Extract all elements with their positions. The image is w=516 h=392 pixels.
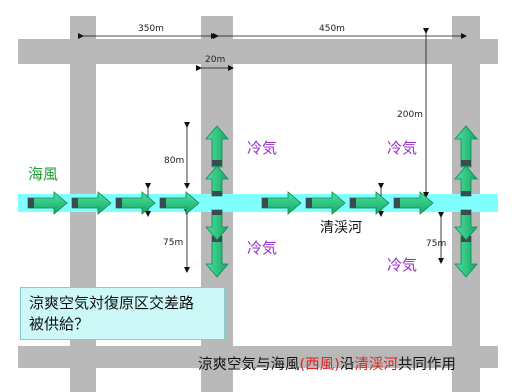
measure-450m: 450m [319, 24, 345, 34]
sea-wind-arrows [27, 191, 434, 215]
cold-air-arrows-right [454, 125, 478, 278]
cold-air-label-top-left: 冷気 [247, 139, 277, 157]
measure-350m: 350m [138, 24, 164, 34]
caption-paren-close: ) [334, 357, 340, 373]
cold-air-arrows-center [205, 125, 229, 278]
cold-air-label-top-right: 冷気 [387, 139, 417, 157]
road-horizontal-top [18, 39, 498, 64]
road-horizontal-bottom [18, 346, 498, 368]
caption: 涼爽空気与海風(西風)沿清渓河共同作用 [198, 353, 456, 374]
caption-part-3: 共同作用 [397, 357, 456, 373]
measure-20m: 20m [205, 55, 225, 65]
measure-80m: 80m [164, 156, 184, 166]
wind-arrow [159, 191, 200, 215]
question-line-1: 涼爽空気対復原区交差路 [29, 294, 195, 312]
caption-west-wind: 西風 [305, 357, 335, 373]
question-line-2: 被供給？ [29, 315, 90, 333]
cold-air-arrow-up [205, 165, 229, 197]
wind-arrow [71, 191, 112, 215]
measure-200m: 200m [397, 110, 423, 120]
caption-river: 清渓河 [354, 357, 398, 373]
cold-air-label-bottom-right: 冷気 [387, 256, 417, 274]
caption-part-2: 沿 [339, 357, 355, 373]
wind-arrow [115, 191, 156, 215]
wind-arrow [261, 191, 302, 215]
measure-75m-left: 75m [163, 238, 183, 248]
caption-paren-open: ( [299, 357, 306, 373]
cold-air-arrow-down [454, 209, 478, 241]
sea-wind-label: 海風 [28, 165, 58, 183]
wind-arrow [27, 191, 68, 215]
cold-air-arrow-up [454, 165, 478, 197]
question-box: 涼爽空気対復原区交差路 被供給？ [20, 287, 225, 340]
wind-arrow [305, 191, 346, 215]
measure-75m-right: 75m [426, 239, 446, 249]
cold-air-arrow-down [205, 209, 229, 241]
caption-part-1: 涼爽空気与海風 [198, 357, 300, 373]
wind-arrow [393, 191, 434, 215]
wind-arrow [349, 191, 390, 215]
cold-air-label-bottom-left: 冷気 [247, 239, 277, 257]
river-label: 清渓河 [320, 220, 362, 236]
